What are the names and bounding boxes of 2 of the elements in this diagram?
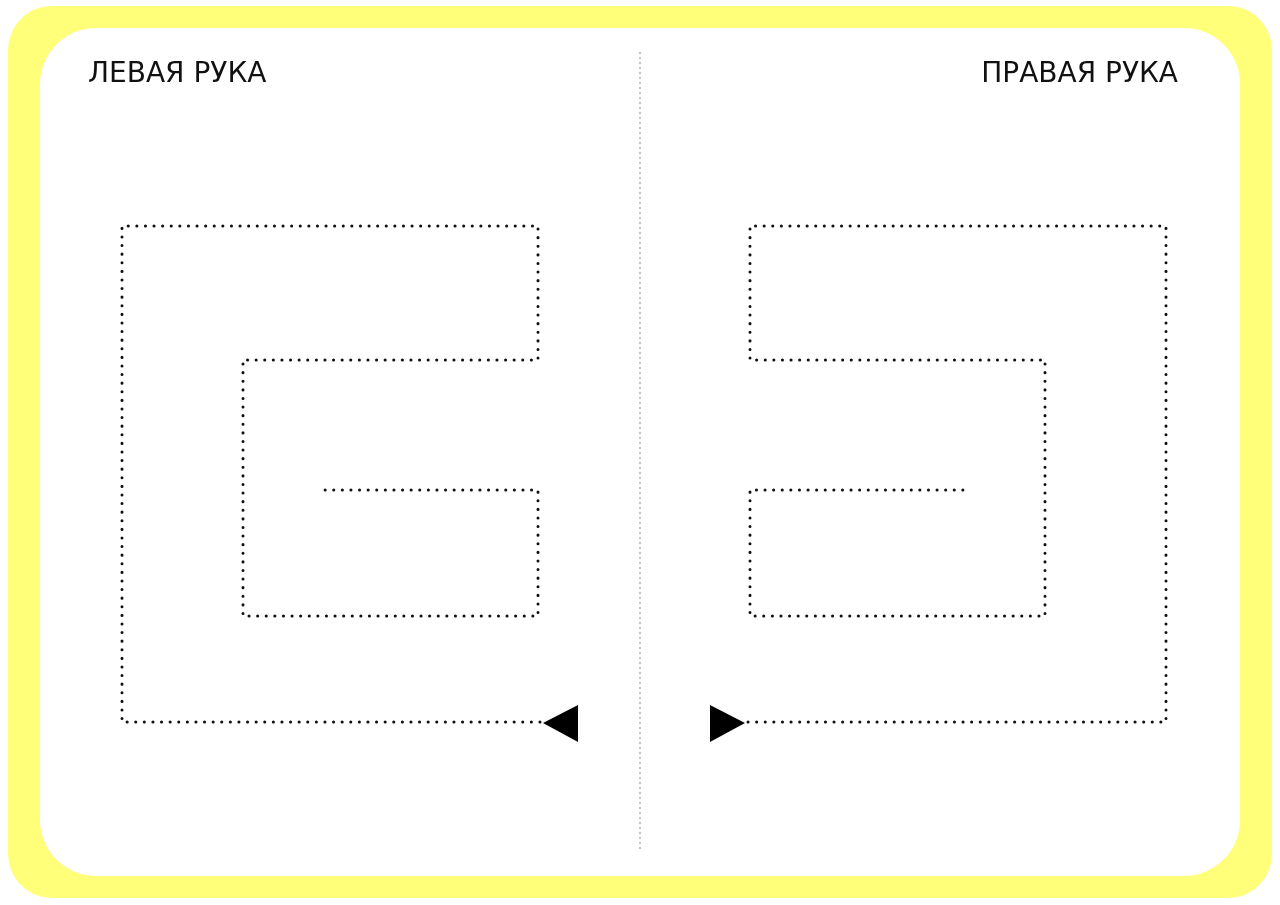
hand-heading: ПРАВАЯ РУКА: [981, 56, 1178, 89]
hand-heading: ЛЕВАЯ РУКА: [88, 56, 267, 89]
